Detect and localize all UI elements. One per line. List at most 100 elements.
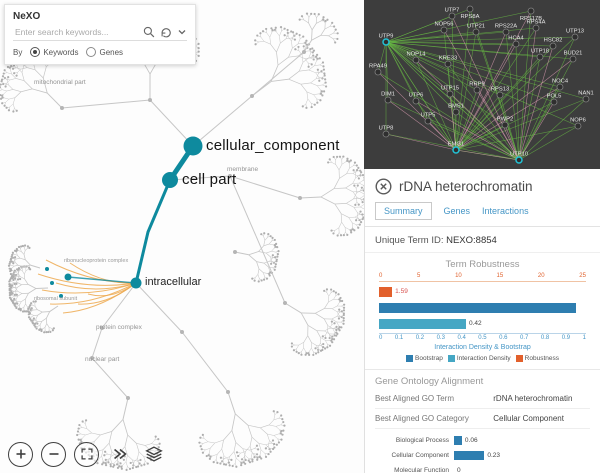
network-node-label: NOP14 — [406, 52, 426, 58]
network-node[interactable] — [574, 122, 582, 130]
tree-leaf-node — [15, 282, 18, 285]
network-edge — [385, 41, 389, 101]
tree-branch — [316, 20, 322, 24]
tab-genes[interactable]: Genes — [443, 206, 471, 216]
tree-leaf-node — [276, 246, 279, 249]
search-input[interactable] — [13, 26, 138, 38]
ontology-tree-panel[interactable]: cellular_component cell part intracellul… — [0, 0, 364, 473]
search-icon[interactable] — [143, 26, 155, 38]
close-icon[interactable] — [375, 178, 392, 195]
selected-term-node[interactable] — [130, 277, 142, 289]
network-node[interactable] — [440, 26, 448, 34]
network-node[interactable] — [412, 56, 420, 64]
tree-node-label-nuclear-part[interactable]: nuclear part — [85, 356, 120, 363]
tree-branch — [231, 430, 237, 443]
tree-node-label-cellular-component[interactable]: cellular_component — [206, 137, 340, 154]
selected-term-node[interactable] — [59, 294, 63, 298]
network-node[interactable] — [382, 38, 390, 46]
chevron-down-icon[interactable] — [177, 27, 187, 37]
tree-branch — [301, 55, 304, 63]
network-node[interactable] — [444, 60, 452, 68]
tree-branch — [42, 311, 50, 313]
selected-term-node[interactable] — [183, 136, 203, 156]
zoom-out-button[interactable] — [41, 441, 66, 467]
network-node[interactable] — [424, 117, 432, 125]
tree-node-label-intracellular[interactable]: intracellular — [145, 276, 202, 288]
radio-genes[interactable]: Genes — [86, 47, 123, 57]
tree-branch — [30, 313, 34, 316]
tree-leaf-node — [330, 288, 333, 291]
network-node[interactable] — [466, 5, 474, 13]
tree-branch — [276, 31, 280, 37]
tree-node-label-ribonucleoprotein-complex[interactable]: ribonucleoprotein complex — [64, 258, 129, 264]
network-node[interactable] — [550, 98, 558, 106]
tree-node-label-cell-part[interactable]: cell part — [182, 171, 237, 188]
network-node[interactable] — [571, 33, 579, 41]
network-node[interactable] — [569, 55, 577, 63]
alignment-category-label: Cellular Component — [391, 452, 449, 459]
tree-branch — [265, 250, 272, 254]
network-node[interactable] — [512, 40, 520, 48]
selected-term-node[interactable] — [162, 172, 178, 188]
network-node[interactable] — [527, 7, 535, 15]
network-node[interactable] — [536, 53, 544, 61]
network-node[interactable] — [446, 90, 454, 98]
tree-branch — [17, 284, 22, 288]
tree-leaf-node — [280, 430, 283, 433]
selected-term-node[interactable] — [64, 273, 72, 281]
network-node[interactable] — [472, 28, 480, 36]
tree-leaf-node — [269, 271, 272, 274]
network-node[interactable] — [556, 83, 564, 91]
network-node[interactable] — [473, 86, 481, 94]
fit-screen-button[interactable] — [74, 441, 99, 467]
network-node[interactable] — [549, 42, 557, 50]
chart-bar-interaction-density — [379, 318, 466, 329]
network-node[interactable] — [374, 68, 382, 76]
tree-leaf-node — [113, 464, 116, 467]
tree-node-label-membrane[interactable]: membrane — [227, 166, 259, 173]
tree-branch — [229, 175, 286, 304]
tree-branch — [234, 251, 249, 256]
tab-interactions[interactable]: Interactions — [482, 206, 529, 216]
tree-branch — [23, 264, 31, 268]
network-node[interactable] — [582, 95, 590, 103]
network-node[interactable] — [382, 130, 390, 138]
network-node[interactable] — [501, 121, 509, 129]
tree-branch — [24, 270, 27, 275]
tree-branch — [320, 188, 335, 198]
network-node[interactable] — [532, 24, 540, 32]
layers-button[interactable] — [141, 441, 167, 467]
network-node[interactable] — [496, 91, 504, 99]
network-node[interactable] — [384, 96, 392, 104]
tree-branch — [17, 304, 20, 307]
tree-branch — [258, 443, 262, 450]
network-node[interactable] — [448, 12, 456, 20]
tree-leaf-node — [312, 49, 316, 52]
network-node[interactable] — [452, 146, 460, 154]
ontology-tree-canvas[interactable] — [0, 0, 364, 473]
tree-branch — [266, 32, 271, 38]
network-node[interactable] — [502, 28, 510, 36]
network-node[interactable] — [515, 156, 523, 164]
selected-term-node[interactable] — [45, 267, 49, 271]
network-node[interactable] — [452, 108, 460, 116]
chart-bar-row: 1.59 — [379, 285, 586, 298]
tree-leaf-node — [337, 293, 340, 296]
network-node[interactable] — [412, 97, 420, 105]
selected-term-node[interactable] — [50, 281, 54, 285]
tree-leaf-node — [336, 37, 339, 41]
tree-leaf-node — [38, 328, 41, 331]
radio-keywords[interactable]: Keywords — [30, 47, 78, 57]
tree-leaf-node — [227, 461, 231, 464]
expand-all-button[interactable] — [107, 441, 133, 467]
reset-icon[interactable] — [160, 26, 172, 38]
tree-node-label-protein-complex[interactable]: protein complex — [96, 324, 142, 331]
tree-node-label-mitochondrial-part[interactable]: mitochondrial part — [34, 79, 86, 86]
tree-node-label-ribosomal-subunit[interactable]: ribosomal subunit — [34, 296, 78, 302]
network-node-label: NOC4 — [552, 79, 569, 85]
tab-summary[interactable]: Summary — [375, 202, 432, 220]
zoom-in-button[interactable] — [8, 441, 33, 467]
